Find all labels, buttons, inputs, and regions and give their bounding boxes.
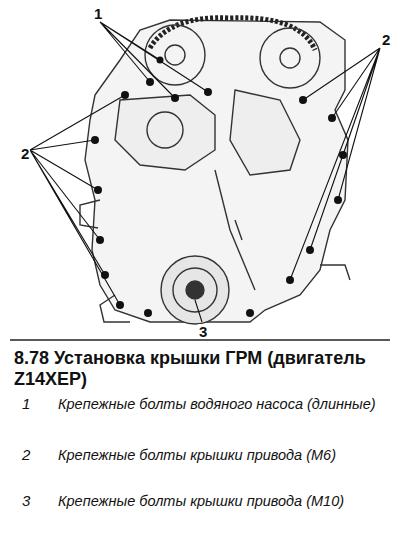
legend-number: 3	[22, 492, 30, 509]
figure-caption: 8.78 Установка крышки ГРМ (двигатель Z14…	[14, 348, 386, 390]
callout-number: 3	[198, 324, 208, 339]
legend-number: 2	[22, 446, 30, 463]
callout-number: 2	[381, 32, 391, 47]
legend-number: 1	[22, 395, 30, 412]
callout-number: 2	[20, 146, 30, 161]
callout-number: 1	[93, 6, 103, 21]
legend-text: Крепежные болты крышки привода (M10)	[58, 492, 378, 511]
legend-text: Крепежные болты крышки привода (M6)	[58, 446, 378, 465]
legend-text: Крепежные болты водяного насоса (длинные…	[58, 395, 378, 414]
